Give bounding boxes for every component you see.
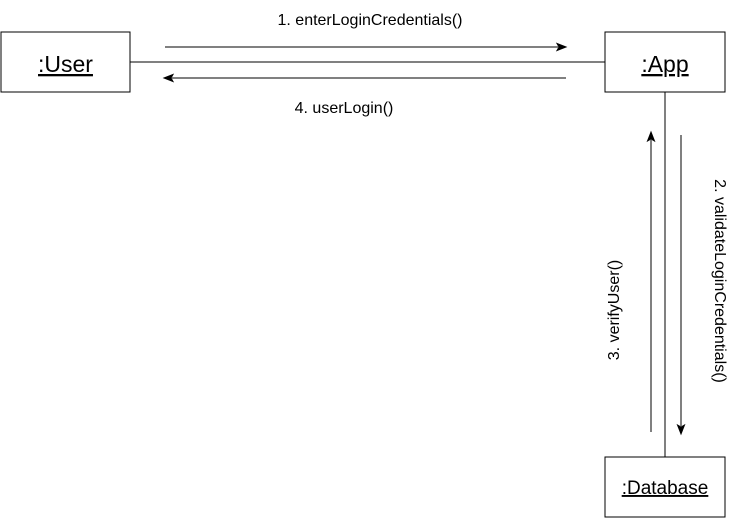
message-2-label: 2. validateLoginCredentials(): [711, 179, 728, 383]
message-2: 2. validateLoginCredentials(): [676, 135, 728, 436]
object-user-box: [0, 31, 131, 93]
object-database-box: [604, 456, 726, 518]
message-4-arrowhead: [162, 73, 175, 83]
message-4: 4. userLogin(): [162, 73, 566, 117]
message-3-label: 3. verifyUser(): [606, 260, 623, 360]
object-app-box: [604, 31, 726, 93]
message-3: 3. verifyUser(): [606, 130, 656, 432]
object-user-label: :User: [38, 51, 93, 77]
message-4-label: 4. userLogin(): [295, 100, 394, 117]
object-user[interactable]: :User: [0, 31, 131, 93]
message-1: 1. enterLoginCredentials(): [165, 12, 568, 52]
object-app[interactable]: :App: [604, 31, 726, 93]
message-3-arrowhead: [646, 130, 656, 143]
message-1-label: 1. enterLoginCredentials(): [278, 12, 463, 29]
message-1-arrowhead: [555, 42, 568, 52]
object-database-label: :Database: [622, 478, 709, 499]
object-database[interactable]: :Database: [604, 456, 726, 518]
message-2-arrowhead: [676, 423, 686, 436]
object-app-label: :App: [641, 51, 688, 77]
